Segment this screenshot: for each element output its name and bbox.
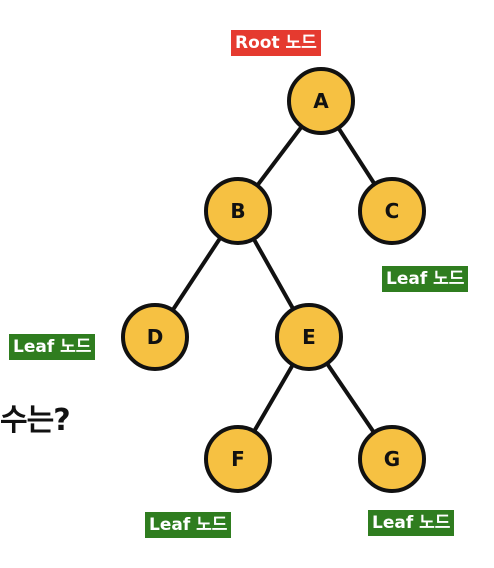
node-circle [358, 425, 426, 493]
node-label: F [231, 447, 245, 471]
node-label: C [385, 199, 400, 223]
node-label: A [313, 89, 329, 113]
node-circle [358, 177, 426, 245]
node-c: C [358, 177, 426, 245]
node-label: B [230, 199, 245, 223]
root-label: Root 노드 [231, 30, 321, 56]
node-f: F [204, 425, 272, 493]
node-a: A [287, 67, 355, 135]
node-label: E [302, 325, 316, 349]
node-label: D [147, 325, 164, 349]
leaf-label-d: Leaf 노드 [9, 334, 96, 360]
node-circle [121, 303, 189, 371]
leaf-label-f: Leaf 노드 [145, 512, 232, 538]
node-d: D [121, 303, 189, 371]
node-circle [204, 177, 272, 245]
question-text: 수는? [0, 403, 71, 438]
node-label: G [384, 447, 400, 471]
edges-layer [153, 99, 394, 461]
leaf-label-c: Leaf 노드 [382, 266, 469, 292]
node-b: B [204, 177, 272, 245]
node-g: G [358, 425, 426, 493]
node-e: E [275, 303, 343, 371]
node-circle [275, 303, 343, 371]
leaf-label-g: Leaf 노드 [368, 510, 455, 536]
node-circle [204, 425, 272, 493]
nodes-layer: A B C D E F G [121, 67, 426, 493]
node-circle [287, 67, 355, 135]
